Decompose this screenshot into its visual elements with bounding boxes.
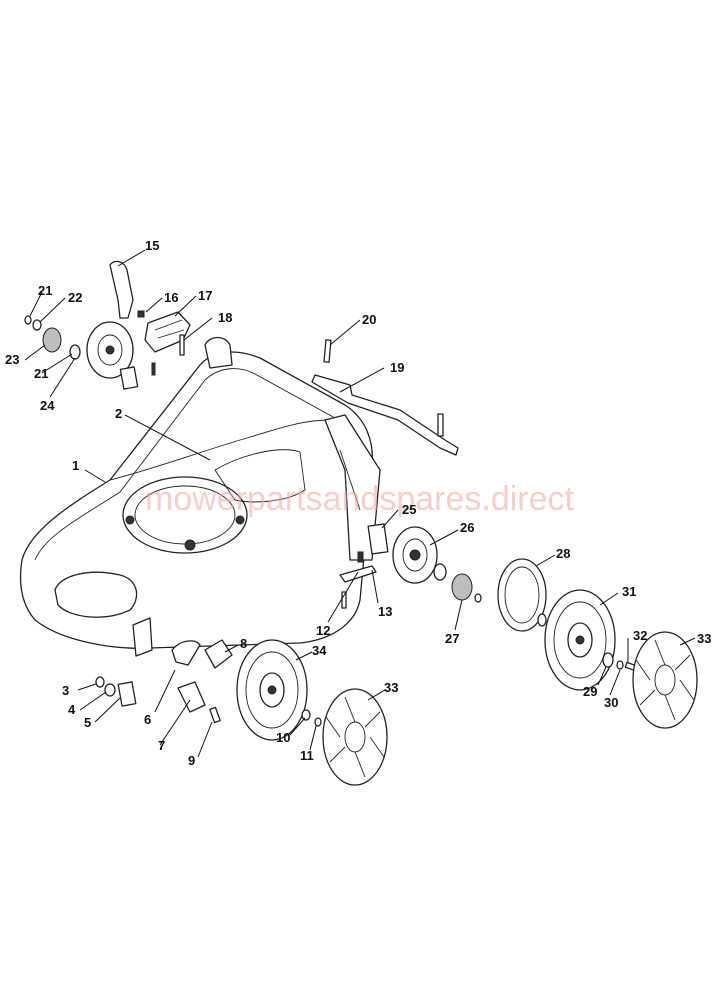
rear-wheel-assembly <box>544 589 698 729</box>
label-13: 13 <box>378 604 392 619</box>
label-5: 5 <box>84 715 91 730</box>
label-16: 16 <box>164 290 178 305</box>
mower-deck <box>19 336 381 657</box>
label-26: 26 <box>460 520 474 535</box>
rear-axle <box>311 339 459 456</box>
label-2: 2 <box>115 406 122 421</box>
label-20: 20 <box>362 312 376 327</box>
label-33-right: 33 <box>697 631 711 646</box>
label-17: 17 <box>198 288 212 303</box>
watermark-text: mowerpartsandspares.direct <box>145 480 575 518</box>
label-22: 22 <box>68 290 82 305</box>
label-27: 27 <box>445 631 459 646</box>
label-11: 11 <box>300 748 314 763</box>
label-23: 23 <box>5 352 19 367</box>
label-31: 31 <box>622 584 636 599</box>
label-15: 15 <box>145 238 159 253</box>
height-adjust-assembly <box>24 260 191 390</box>
label-9: 9 <box>188 753 195 768</box>
label-32: 32 <box>633 628 647 643</box>
label-3: 3 <box>62 683 69 698</box>
drive-assembly <box>339 523 547 632</box>
label-24: 24 <box>40 398 55 413</box>
label-34: 34 <box>312 643 327 658</box>
part-labels: 1 2 3 4 5 6 7 8 9 10 11 12 13 15 16 17 1… <box>5 238 711 768</box>
label-6: 6 <box>144 712 151 727</box>
label-4: 4 <box>68 702 76 717</box>
label-21-top: 21 <box>38 283 52 298</box>
label-30: 30 <box>604 695 618 710</box>
label-18: 18 <box>218 310 232 325</box>
label-8: 8 <box>240 636 247 651</box>
label-29: 29 <box>583 684 597 699</box>
label-21-bottom: 21 <box>34 366 48 381</box>
label-33-left: 33 <box>384 680 398 695</box>
leader-lines <box>24 249 696 758</box>
label-25: 25 <box>402 502 416 517</box>
label-12: 12 <box>316 623 330 638</box>
label-10: 10 <box>276 730 290 745</box>
front-wheel-assembly <box>236 639 388 786</box>
front-height-adjuster <box>95 639 233 724</box>
label-1: 1 <box>72 458 79 473</box>
label-28: 28 <box>556 546 570 561</box>
label-19: 19 <box>390 360 404 375</box>
label-7: 7 <box>158 738 165 753</box>
